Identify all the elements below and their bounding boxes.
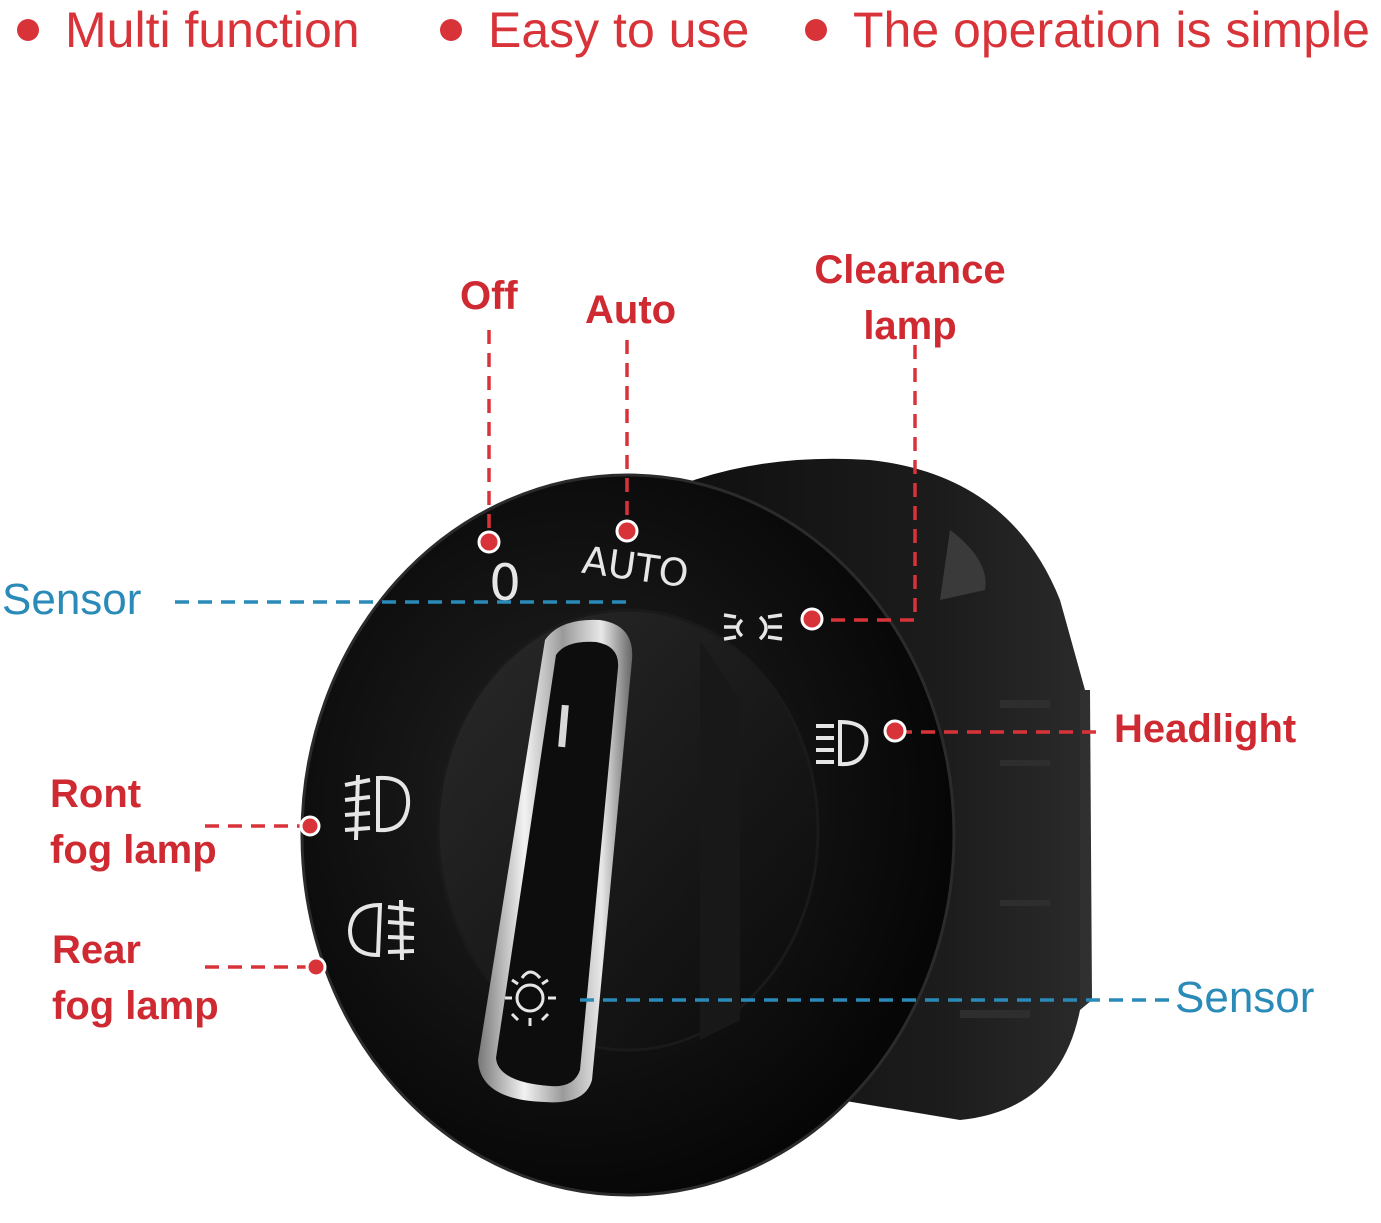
clearance-lamp-icon <box>723 613 783 641</box>
callout-rear-fog-line1: Rear <box>52 928 141 972</box>
callout-leaders <box>175 330 1170 1002</box>
bullet-icon <box>17 19 39 41</box>
callout-front-fog-line2: fog lamp <box>50 828 217 872</box>
callout-sensor-top-label: Sensor <box>2 575 142 624</box>
callout-rear-fog-label: Rear fog lamp <box>52 926 219 1030</box>
front-fog-lamp-icon <box>344 774 411 841</box>
light-sensor-icon <box>505 970 556 1026</box>
bullet-icon <box>440 19 462 41</box>
callout-auto-label: Auto <box>585 288 677 332</box>
feature-multi-function: Multi function <box>17 2 360 58</box>
callout-headlight-label: Headlight <box>1114 707 1297 751</box>
rear-fog-lamp-icon <box>347 899 415 961</box>
feature-bar: Multi function Easy to use The operation… <box>0 0 1381 70</box>
feature-easy-to-use: Easy to use <box>440 2 749 58</box>
callout-clearance-line2: lamp <box>863 304 957 348</box>
headlight-icon <box>816 719 869 767</box>
callout-clearance-label: Clearance lamp <box>795 246 1025 350</box>
feature-label: Multi function <box>65 2 360 58</box>
callout-front-fog-line1: Ront <box>50 772 142 816</box>
bullet-icon <box>805 19 827 41</box>
callout-off-label: Off <box>460 274 518 318</box>
callout-clearance-line1: Clearance <box>814 248 1006 292</box>
feature-label: Easy to use <box>488 2 750 58</box>
callout-front-fog-label: Ront fog lamp <box>50 770 217 874</box>
callout-rear-fog-line2: fog lamp <box>52 984 219 1028</box>
callout-sensor-bottom-label: Sensor <box>1175 973 1315 1022</box>
callout-dots <box>299 519 907 978</box>
feature-operation-simple: The operation is simple <box>805 2 1370 58</box>
feature-label: The operation is simple <box>853 2 1370 58</box>
